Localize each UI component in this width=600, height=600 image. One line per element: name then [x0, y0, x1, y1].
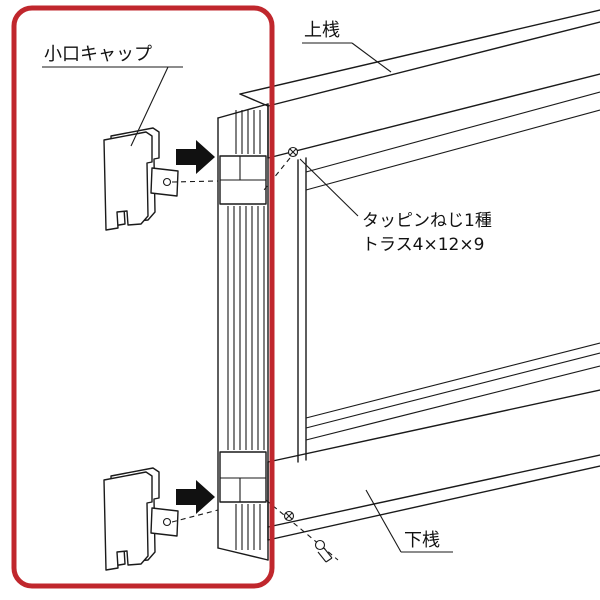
top-screw — [263, 146, 299, 191]
highlight-box — [11, 5, 275, 589]
cap-axis-dashed-line — [171, 180, 219, 183]
bottom-rail-beam — [267, 389, 600, 541]
bottom-end-cap — [103, 467, 215, 571]
bottom-rail-label: 下桟 — [404, 530, 440, 551]
label-top-rail: 上桟 — [302, 20, 392, 73]
cap-screw-hole — [162, 517, 172, 527]
cap-front-face — [103, 131, 153, 231]
cap-side-tab — [150, 167, 179, 197]
panel — [297, 109, 600, 463]
label-screw-spec: タッピンねじ1種 トラス4×12×9 — [299, 158, 492, 255]
edge-cap-label: 小口キャップ — [44, 44, 152, 65]
insert-arrow-bottom — [176, 480, 215, 514]
cap-side-tab — [150, 507, 179, 537]
top-rail-label: 上桟 — [304, 20, 340, 41]
bottom-cap-axis-dashed-line — [171, 509, 219, 523]
top-rail-beam — [239, 9, 600, 173]
label-edge-cap: 小口キャップ — [42, 44, 183, 147]
bottom-screws — [265, 499, 339, 563]
vertical-post — [217, 103, 269, 561]
insert-arrow-top — [176, 140, 215, 174]
top-bracket — [219, 155, 267, 205]
cap-front-face — [103, 471, 153, 571]
cap-screw-hole — [162, 177, 172, 187]
label-bottom-rail: 下桟 — [365, 489, 453, 553]
screw-spec-line1: タッピンねじ1種 — [362, 211, 492, 231]
screw-spec-line2: トラス4×12×9 — [362, 235, 484, 255]
top-end-cap — [103, 127, 219, 231]
bottom-bracket — [219, 451, 267, 503]
